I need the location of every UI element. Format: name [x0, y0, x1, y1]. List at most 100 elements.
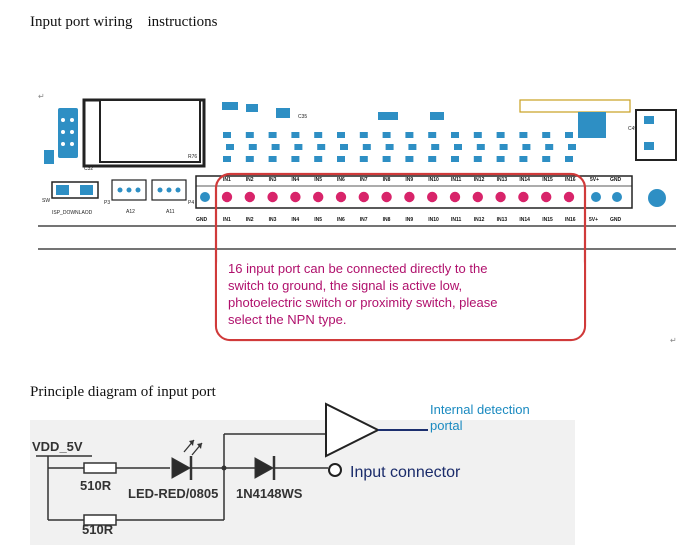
smd-resistor: [454, 144, 462, 150]
input-pin-bottom-label: IN10: [428, 217, 439, 223]
input-pin-top-label: IN2: [246, 177, 254, 183]
component-row: C35: [212, 99, 631, 138]
input-pin-bottom-label: IN3: [269, 217, 277, 223]
detect-label-2: portal: [430, 418, 463, 433]
smd-resistor: [565, 156, 573, 162]
return-mark-top: ↵: [38, 92, 45, 101]
schematic: VDD_5V 510R 510R LED-RED/0805 1N4148WS I: [30, 402, 575, 545]
gnd-terminal-left: [200, 192, 210, 202]
gnd-left-label: GND: [196, 217, 208, 223]
smd-resistor: [428, 156, 437, 162]
r1-label: 510R: [80, 478, 112, 493]
note-line-1: 16 input port can be connected directly …: [228, 261, 487, 276]
smd-resistor: [542, 132, 551, 138]
input-connector-icon: [328, 463, 342, 477]
input-pin-bottom-label: IN13: [497, 217, 508, 223]
input-pin-top-label: IN9: [405, 177, 413, 183]
input-pin-6: [335, 191, 347, 203]
p3-label: P3: [104, 200, 110, 206]
input-pin-bottom-label: IN15: [542, 217, 553, 223]
smd-resistor: [408, 144, 417, 150]
smd-resistor: [268, 156, 277, 162]
note-box: [214, 172, 587, 342]
input-pin-2: [244, 191, 255, 203]
smd-resistor: [428, 132, 437, 138]
smd-resistor: [340, 144, 348, 150]
smd-resistor: [496, 156, 505, 162]
input-pin-bottom-label: IN11: [451, 217, 462, 223]
smd-resistor: [382, 132, 391, 138]
smd-resistor: [542, 156, 551, 162]
input-pin-4: [290, 191, 301, 203]
input-pin-8: [381, 191, 392, 203]
smd-resistor: [226, 144, 234, 150]
input-pin-bottom-label: IN4: [291, 217, 299, 223]
note-line-4: select the NPN type.: [228, 312, 347, 327]
smd-resistor: [451, 156, 459, 162]
input-pins: IN1IN1IN2IN2IN3IN3IN4IN4IN5IN5IN6IN6IN7I…: [221, 177, 576, 223]
input-connector-label: Input connector: [350, 464, 461, 481]
5v-bottom-label: 5V+: [589, 217, 598, 223]
terminal-strip: [195, 175, 633, 209]
input-pin-top-label: IN4: [291, 177, 299, 183]
input-pin-top-label: IN6: [337, 177, 345, 183]
smd-resistor: [405, 132, 414, 138]
buffer-icon: [325, 402, 381, 458]
a12-label: A12: [126, 209, 135, 215]
smd-resistor: [268, 132, 277, 138]
input-pin-bottom-label: IN12: [474, 217, 485, 223]
input-pin-top-label: IN11: [451, 177, 462, 183]
smd-resistor: [545, 144, 554, 150]
smd-resistor: [519, 156, 528, 162]
input-pin-top-label: IN3: [269, 177, 277, 183]
smd-resistor: [473, 132, 482, 138]
smd-resistor: [362, 144, 371, 150]
smd-resistor: [476, 144, 485, 150]
mount-hole: [648, 189, 666, 207]
detect-label-1: Internal detection: [430, 402, 530, 417]
input-pin-top-label: IN10: [428, 177, 439, 183]
smd-resistor: [473, 156, 482, 162]
diode-label: 1N4148WS: [236, 486, 303, 501]
input-pin-16: [563, 191, 575, 203]
smd-resistor: [337, 132, 345, 138]
smd-resistor: [385, 144, 394, 150]
note-line-3: photoelectric switch or proximity switch…: [228, 295, 498, 310]
input-pin-10: [427, 191, 438, 203]
5v-terminal: [591, 192, 601, 202]
input-pin-top-label: IN14: [519, 177, 530, 183]
input-pin-1: [221, 191, 233, 203]
smd-resistor: [291, 156, 300, 162]
smd-resistor: [245, 156, 254, 162]
input-pin-bottom-label: IN16: [565, 217, 576, 223]
input-pin-9: [404, 191, 415, 203]
input-pin-bottom-label: IN2: [246, 217, 254, 223]
input-pin-bottom-label: IN9: [405, 217, 413, 223]
led-icon: [171, 457, 192, 479]
input-pin-top-label: IN1: [223, 177, 231, 183]
smd-resistor: [451, 132, 459, 138]
note-line-2: switch to ground, the signal is active l…: [228, 278, 462, 293]
input-pin-3: [267, 191, 278, 203]
r76-label: R76: [188, 154, 197, 160]
input-pin-13: [495, 191, 506, 203]
input-pin-top-label: IN15: [542, 177, 553, 183]
smd-resistor: [314, 132, 323, 138]
smd-resistor: [294, 144, 303, 150]
a11-label: A11: [166, 209, 175, 215]
led-label: LED-RED/0805: [128, 486, 218, 501]
smd-resistor: [359, 132, 368, 138]
input-pin-bottom-label: IN14: [519, 217, 530, 223]
gnd-bottom-label: GND: [610, 217, 622, 223]
smd-resistor: [271, 144, 280, 150]
smd-resistor: [245, 132, 254, 138]
smd-resistor: [223, 156, 231, 162]
input-pin-bottom-label: IN1: [223, 217, 231, 223]
smd-resistor: [568, 144, 576, 150]
smd-resistor: [317, 144, 326, 150]
input-pin-top-label: IN12: [474, 177, 485, 183]
input-pin-12: [472, 191, 483, 203]
smd-resistor: [337, 156, 345, 162]
input-pin-top-label: IN16: [565, 177, 576, 183]
